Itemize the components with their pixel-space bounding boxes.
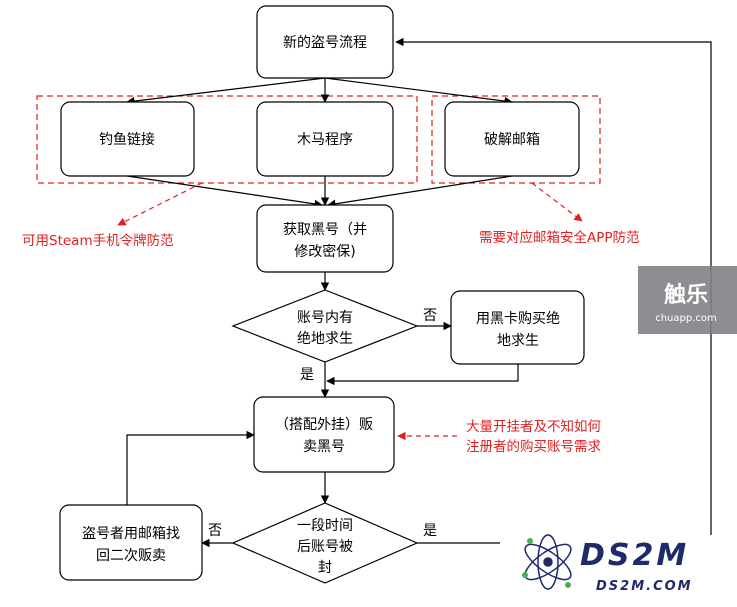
node-getaccount-line2: 修改密保) xyxy=(294,243,355,260)
node-buyblack-line1: 用黑卡购买绝 xyxy=(476,311,560,327)
node-sell-line2: 卖黑号 xyxy=(303,439,345,455)
edge-recover-sell xyxy=(126,430,255,505)
annotations: 可用Steam手机令牌防范 需要对应邮箱安全APP防范 大量开挂者及不知如何 注… xyxy=(22,229,640,455)
node-sell-line1: （搭配外挂）贩 xyxy=(275,417,373,433)
group-box-right xyxy=(431,95,601,184)
edge-label-yes-bottom: 是 xyxy=(423,523,437,539)
flow-nodes xyxy=(59,5,585,584)
node-start-box xyxy=(256,5,394,79)
edge-label-yes-mid: 是 xyxy=(300,367,314,383)
annotation-demand-line1: 大量开挂者及不知如何 xyxy=(466,418,601,435)
edge-start-phishing xyxy=(126,77,326,106)
node-hasgame-line1: 账号内有 xyxy=(297,310,353,326)
node-getaccount-line1: 获取黑号（并 xyxy=(283,222,367,238)
annotation-demand-line2: 注册者的购买账号需求 xyxy=(466,439,601,455)
chuapp-watermark: 触乐 chuapp.com xyxy=(638,266,737,334)
flow-edges xyxy=(126,37,712,548)
edge-label-no-bottom: 否 xyxy=(208,523,222,539)
node-trojan-label: 木马程序 xyxy=(297,132,353,148)
node-buyblack-box xyxy=(450,290,585,365)
node-hasgame-diamond xyxy=(231,289,419,363)
group-box-left xyxy=(36,95,418,184)
annotation-edges xyxy=(117,182,583,441)
chuapp-url: chuapp.com xyxy=(655,313,717,324)
node-banned-line2: 后账号被 xyxy=(297,539,353,555)
node-recover-line2: 回二次贩卖 xyxy=(96,548,166,564)
node-hasgame-line2: 绝地求生 xyxy=(297,331,353,347)
ds2m-watermark: DS2M DS2M.COM xyxy=(522,534,693,594)
node-recover-box xyxy=(59,504,203,581)
node-recover-line1: 盗号者用邮箱找 xyxy=(82,526,180,542)
node-banned-diamond xyxy=(231,502,419,584)
node-labels: 新的盗号流程 钓鱼链接 木马程序 破解邮箱 获取黑号（并 修改密保) 账号内有 … xyxy=(82,35,560,576)
node-phishing-box xyxy=(60,101,195,177)
annotation-steam: 可用Steam手机令牌防范 xyxy=(22,232,174,249)
node-trojan-box xyxy=(256,101,394,177)
edge-labels: 否 是 否 是 xyxy=(208,308,437,539)
node-crackmail-label: 破解邮箱 xyxy=(484,132,540,148)
node-sell-box xyxy=(253,396,395,473)
chuapp-watermark-bg xyxy=(638,266,737,334)
edge-buy-merge xyxy=(326,364,519,386)
edge-crackmail-get xyxy=(327,175,513,208)
edge-loop-back xyxy=(395,37,712,535)
annot-arrow-mail xyxy=(531,182,583,222)
node-banned-line1: 一段时间 xyxy=(297,518,353,534)
edge-label-no-top: 否 xyxy=(423,308,437,324)
annot-arrow-steam xyxy=(117,182,203,226)
node-start-label: 新的盗号流程 xyxy=(283,35,367,51)
atom-logo-icon xyxy=(522,534,572,590)
node-crackmail-box xyxy=(444,101,580,177)
edge-start-crackmail xyxy=(324,77,513,106)
annotation-mail-app: 需要对应邮箱安全APP防范 xyxy=(479,229,640,246)
node-getaccount-box xyxy=(256,204,394,273)
edge-phishing-get xyxy=(126,175,323,209)
node-buyblack-line2: 地求生 xyxy=(497,333,539,349)
node-phishing-label: 钓鱼链接 xyxy=(99,131,155,148)
node-banned-line3: 封 xyxy=(318,560,332,576)
chuapp-name: 触乐 xyxy=(664,282,708,308)
ds2m-logo-text: DS2M xyxy=(580,538,689,573)
ds2m-url: DS2M.COM xyxy=(596,579,693,594)
